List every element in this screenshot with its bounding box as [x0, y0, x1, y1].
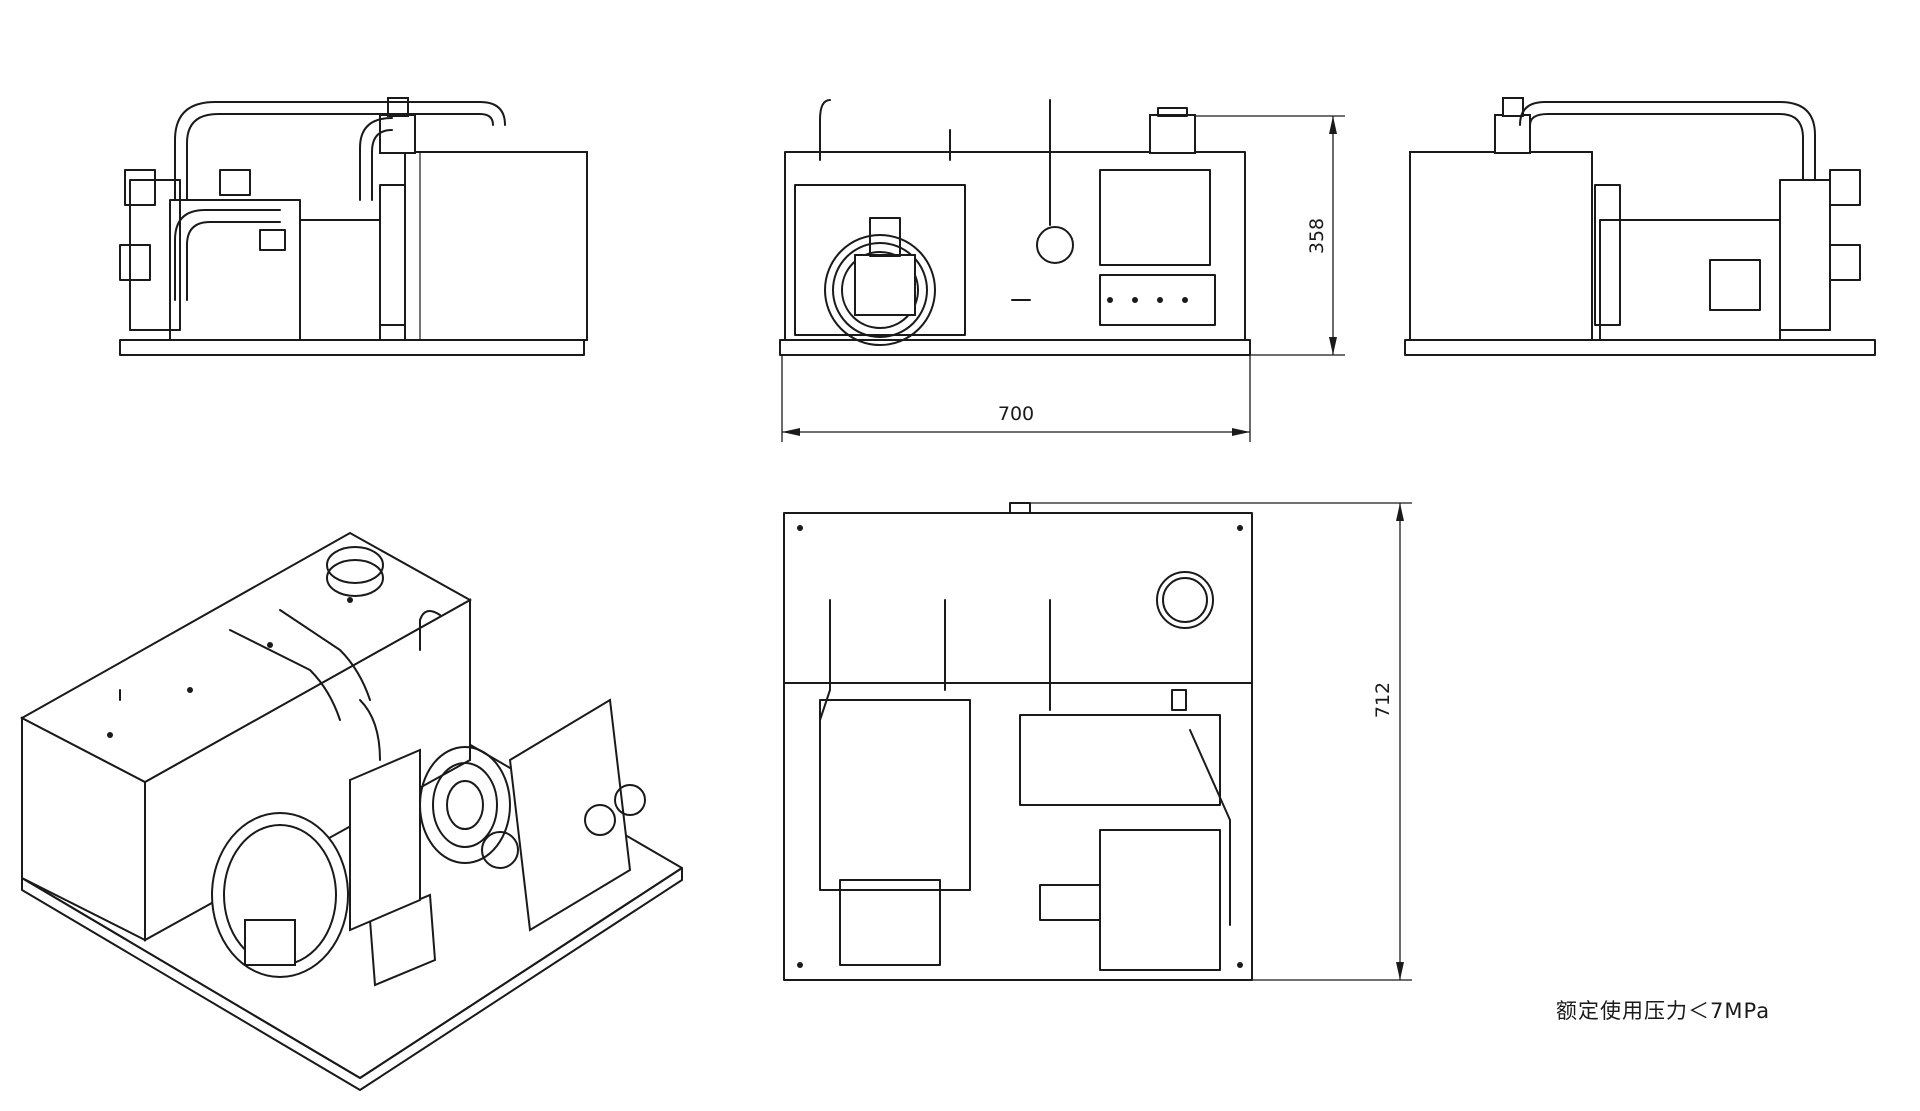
right-side-view [1404, 97, 1876, 356]
dimension-width: 700 [781, 355, 1251, 442]
isometric-view [19, 531, 683, 1091]
dimension-height: 358 [1195, 115, 1345, 356]
front-view [779, 99, 1251, 356]
top-view [783, 502, 1253, 981]
width-dimension-label: 700 [998, 403, 1034, 425]
rated-pressure-note: 额定使用压力＜7MPa [1556, 999, 1771, 1023]
depth-dimension-label: 712 [1372, 682, 1394, 718]
dimension-depth: 712 [1030, 502, 1412, 981]
height-dimension-label: 358 [1306, 218, 1328, 254]
left-side-view [119, 97, 588, 356]
